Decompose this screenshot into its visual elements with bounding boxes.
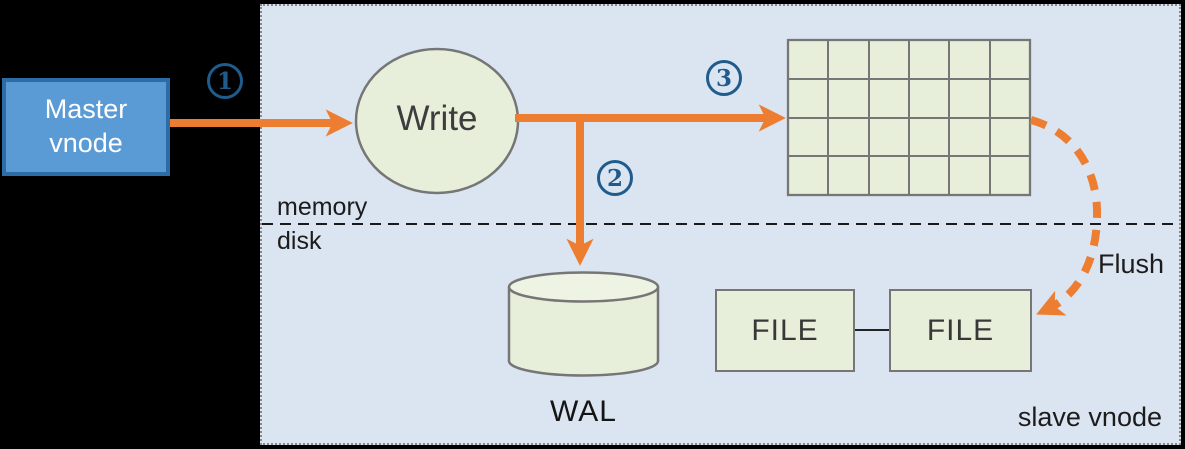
file-box-2-label: FILE xyxy=(926,313,995,347)
disk-label: disk xyxy=(277,227,322,255)
flush-label: Flush xyxy=(1098,249,1165,279)
step-1-number: 1 xyxy=(216,67,233,95)
slave-vnode-label: slave vnode xyxy=(1017,402,1162,432)
wal-label: WAL xyxy=(550,395,617,428)
flush-arrow xyxy=(1029,116,1102,316)
write-label: Write xyxy=(396,99,478,138)
file-box-1-label: FILE xyxy=(751,313,819,347)
memory-label: memory xyxy=(277,193,368,221)
step-2-badge: 2 xyxy=(597,160,633,196)
wal-cylinder xyxy=(507,271,660,377)
step-3-number: 3 xyxy=(715,64,732,92)
step-1-badge: 1 xyxy=(207,63,243,99)
file-box-1: FILE xyxy=(715,289,855,372)
step-3-badge: 3 xyxy=(706,60,742,96)
file-box-2: FILE xyxy=(889,289,1032,372)
step-2-number: 2 xyxy=(606,164,623,192)
memtable-grid xyxy=(786,38,1032,197)
master-vnode-label: Master vnode xyxy=(44,94,128,158)
master-vnode-box: Master vnode xyxy=(2,78,170,176)
